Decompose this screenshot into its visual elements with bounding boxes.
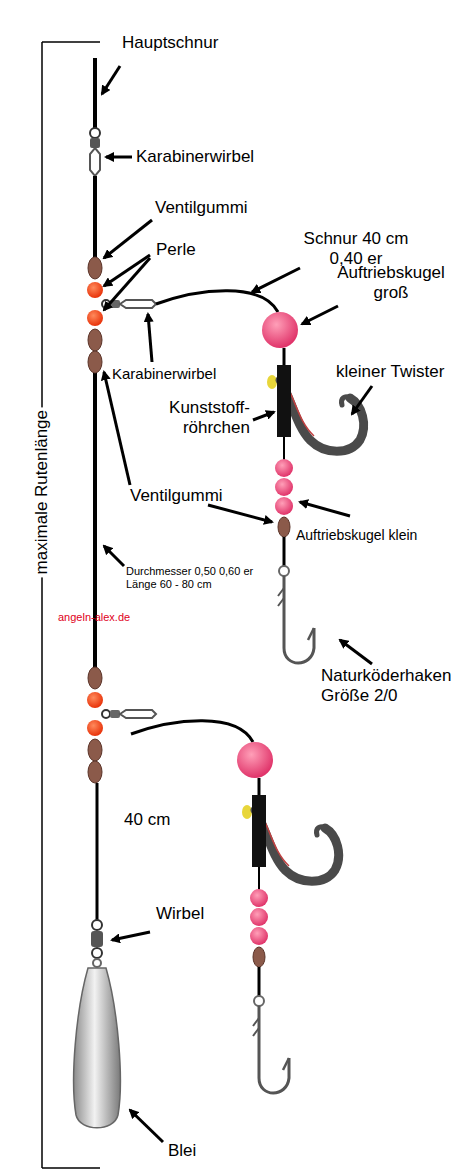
part-label: Auftriebskugel klein	[296, 527, 417, 544]
part-label: Auftriebskugel groß	[327, 263, 455, 304]
part-label: Karabinerwirbel	[136, 147, 254, 167]
dimension-label: maximale Rutenlänge	[32, 407, 52, 577]
part-label: kleiner Twister	[336, 362, 444, 382]
part-label: Ventilgummi	[155, 198, 248, 218]
part-label: 40 cm	[124, 810, 170, 830]
watermark: angeln-alex.de	[58, 611, 130, 624]
part-label: Karabinerwirbel	[112, 365, 216, 383]
part-label: Ventilgummi	[130, 486, 223, 506]
part-label: Durchmesser 0,50 0,60 er Länge 60 - 80 c…	[126, 565, 286, 591]
part-label: Perle	[156, 240, 196, 260]
part-label: Kunststoff- röhrchen	[152, 398, 250, 439]
part-label: Hauptschnur	[122, 33, 218, 53]
part-label: Naturköderhaken Größe 2/0	[321, 666, 455, 707]
part-label: Wirbel	[156, 904, 204, 924]
part-label: Blei	[168, 1141, 196, 1161]
